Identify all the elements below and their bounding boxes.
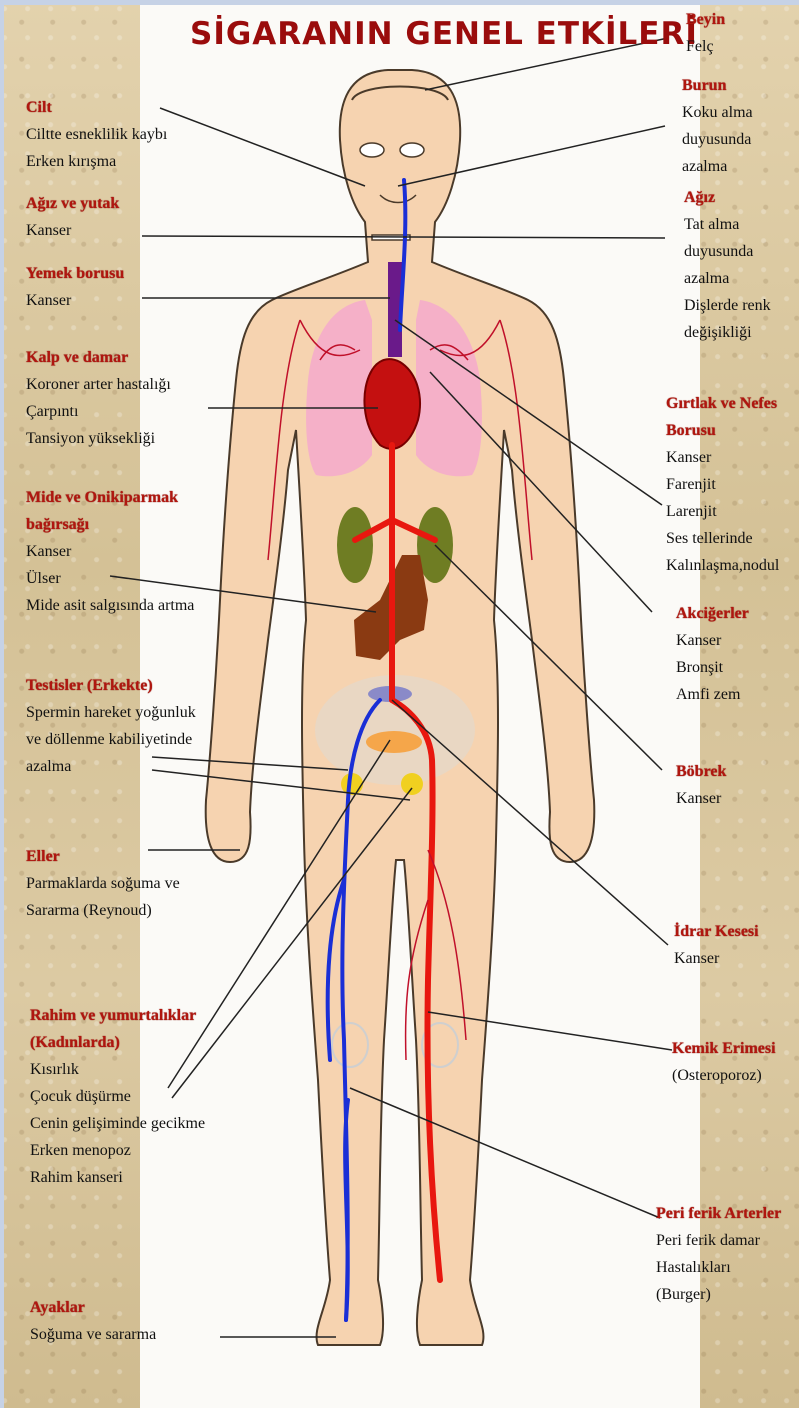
label-line: Ses tellerinde xyxy=(666,525,779,552)
label-heading: Ağız ve yutak xyxy=(26,190,119,217)
label-heading: Rahim ve yumurtalıklar xyxy=(30,1002,205,1029)
label-heading: Peri ferik Arterler xyxy=(656,1200,781,1227)
label-line: azalma xyxy=(684,265,771,292)
label-line: Ciltte esneklilik kaybı xyxy=(26,121,167,148)
label-heading: Cilt xyxy=(26,94,167,121)
label-testis: Testisler (Erkekte)Spermin hareket yoğun… xyxy=(26,672,196,780)
label-heading: Böbrek xyxy=(676,758,726,785)
label-heading: Ağız xyxy=(684,184,771,211)
label-burun: BurunKoku almaduyusundaazalma xyxy=(682,72,753,180)
label-heading: Yemek borusu xyxy=(26,260,124,287)
label-line: Erken menopoz xyxy=(30,1137,205,1164)
uterus xyxy=(366,731,422,753)
label-line: Çarpıntı xyxy=(26,398,171,425)
label-heading: Akciğerler xyxy=(676,600,749,627)
label-line: Ülser xyxy=(26,565,194,592)
heart xyxy=(364,359,420,449)
label-line: Kanser xyxy=(26,287,124,314)
label-line: Koroner arter hastalığı xyxy=(26,371,171,398)
label-line: Amfi zem xyxy=(676,681,749,708)
label-line: Kanser xyxy=(26,538,194,565)
label-heading: Kemik Erimesi xyxy=(672,1035,776,1062)
label-line: Kanser xyxy=(676,785,726,812)
kidney-left xyxy=(337,507,373,583)
label-line: Felç xyxy=(686,33,725,60)
label-line: Kanser xyxy=(676,627,749,654)
label-line: duyusunda xyxy=(684,238,771,265)
label-line: Soğuma ve sararma xyxy=(30,1321,156,1348)
label-line: Koku alma xyxy=(682,99,753,126)
label-heading-cont: bağırsağı xyxy=(26,511,194,538)
label-line: azalma xyxy=(26,753,196,780)
label-line: Kısırlık xyxy=(30,1056,205,1083)
label-line: Çocuk düşürme xyxy=(30,1083,205,1110)
label-line: Rahim kanseri xyxy=(30,1164,205,1191)
label-line: Erken kırışma xyxy=(26,148,167,175)
page-title: SİGARANIN GENEL ETKİLERİ xyxy=(190,16,698,52)
label-line: ve döllenme kabiliyetinde xyxy=(26,726,196,753)
label-line: Farenjit xyxy=(666,471,779,498)
label-line: Hastalıkları xyxy=(656,1254,781,1281)
label-heading: Gırtlak ve Nefes xyxy=(666,390,779,417)
label-heading: Beyin xyxy=(686,6,725,33)
label-line: değişikliği xyxy=(684,319,771,346)
label-line: Kanser xyxy=(666,444,779,471)
label-heading: İdrar Kesesi xyxy=(674,918,759,945)
label-heading: Testisler (Erkekte) xyxy=(26,672,196,699)
label-line: Tat alma xyxy=(684,211,771,238)
label-line: Tansiyon yüksekliği xyxy=(26,425,171,452)
label-line: Dişlerde renk xyxy=(684,292,771,319)
label-line: Larenjit xyxy=(666,498,779,525)
label-rahim: Rahim ve yumurtalıklar(Kadınlarda)Kısırl… xyxy=(30,1002,205,1191)
label-heading: Eller xyxy=(26,843,180,870)
label-kemik: Kemik Erimesi(Osteroporoz) xyxy=(672,1035,776,1089)
ovary-right xyxy=(401,773,423,795)
label-heading-cont: (Kadınlarda) xyxy=(30,1029,205,1056)
label-line: Mide asit salgısında artma xyxy=(26,592,194,619)
label-line: Kalınlaşma,nodul xyxy=(666,552,779,579)
label-heading: Mide ve Onikiparmak xyxy=(26,484,194,511)
label-line: (Osteroporoz) xyxy=(672,1062,776,1089)
label-line: azalma xyxy=(682,153,753,180)
label-heading: Burun xyxy=(682,72,753,99)
label-line: Cenin gelişiminde gecikme xyxy=(30,1110,205,1137)
label-line: Kanser xyxy=(674,945,759,972)
label-line: Peri ferik damar xyxy=(656,1227,781,1254)
label-line: Parmaklarda soğuma ve xyxy=(26,870,180,897)
label-line: Bronşit xyxy=(676,654,749,681)
label-line: duyusunda xyxy=(682,126,753,153)
label-line: Kanser xyxy=(26,217,119,244)
label-line: Spermin hareket yoğunluk xyxy=(26,699,196,726)
label-heading: Kalp ve damar xyxy=(26,344,171,371)
label-line: Sararma (Reynoud) xyxy=(26,897,180,924)
label-line: (Burger) xyxy=(656,1281,781,1308)
label-heading: Ayaklar xyxy=(30,1294,156,1321)
label-heading-cont: Borusu xyxy=(666,417,779,444)
